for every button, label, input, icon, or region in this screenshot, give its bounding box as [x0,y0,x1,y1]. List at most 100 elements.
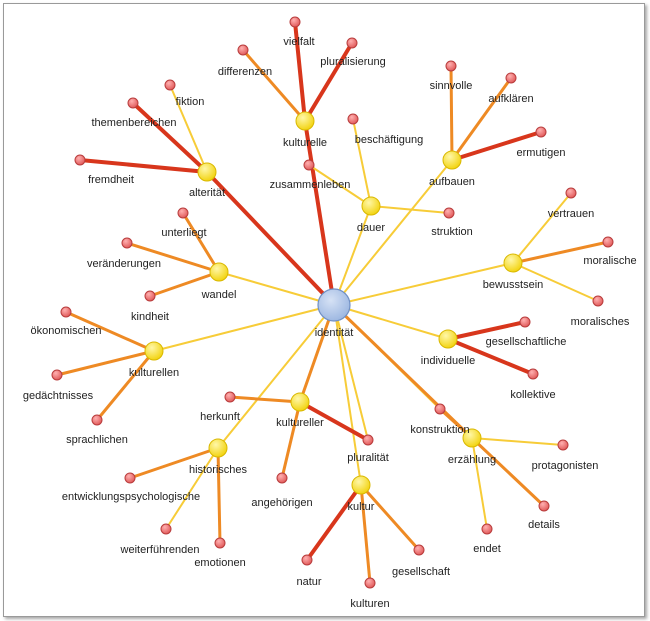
leaf-node-moralisches[interactable] [592,295,604,307]
leaf-node-angehorigen[interactable] [276,472,288,484]
leaf-node-natur[interactable] [301,554,313,566]
leaf-node-kollektive[interactable] [527,368,539,380]
leaf-node-kulturen[interactable] [364,577,376,589]
leaf-label-vielfalt: vielfalt [283,36,314,48]
leaf-node-weiterfuhrenden[interactable] [160,523,172,535]
edge-center-kultur [333,304,362,486]
leaf-label-aufklaren: aufklären [488,93,533,105]
hub-node-wandel[interactable] [209,262,229,282]
edge-center-individuelle [333,304,449,340]
hub-node-kultur[interactable] [351,475,371,495]
leaf-label-kulturen: kulturen [350,598,389,610]
leaf-label-emotionen: emotionen [194,557,245,569]
hub-node-individuelle[interactable] [438,329,458,349]
edge-bewusstsein-moralische [511,240,610,265]
edge-erzahlung-protagonisten [471,437,564,446]
leaf-label-herkunft: herkunft [200,411,240,423]
hub-node-bewusstsein[interactable] [503,253,523,273]
leaf-label-pluralisierung: pluralisierung [320,56,385,68]
leaf-node-gesellschaftliche[interactable] [519,316,531,328]
edge-alteritat-themenbereichen [131,101,209,174]
hub-label-kulturelle_top: kulturelle [283,137,327,149]
hub-node-kulturellen[interactable] [144,341,164,361]
edge-kultureller-angehorigen [280,400,302,480]
leaf-node-sprachlichen[interactable] [91,414,103,426]
edge-dauer-struktion [370,205,450,214]
leaf-label-gedachtnisses: gedächtnisses [23,390,94,402]
edge-center-alteritat [205,170,336,307]
hub-label-kulturellen: kulturellen [129,367,179,379]
leaf-label-entwicklungspsychologische: entwicklungspsychologische [62,491,200,503]
leaf-label-fremdheit: fremdheit [88,174,134,186]
hub-node-alteritat[interactable] [197,162,217,182]
edge-bewusstsein-moralisches [512,262,599,302]
hub-label-erzahlung: erzählung [448,454,496,466]
leaf-node-protagonisten[interactable] [557,439,569,451]
leaf-node-ermutigen[interactable] [535,126,547,138]
leaf-node-details[interactable] [538,500,550,512]
leaf-label-kollektive: kollektive [510,389,555,401]
hub-node-historisches[interactable] [208,438,228,458]
leaf-label-kindheit: kindheit [131,311,169,323]
leaf-node-beschaftigung[interactable] [347,113,359,125]
leaf-node-vielfalt[interactable] [289,16,301,28]
leaf-node-gedachtnisses[interactable] [51,369,63,381]
edge-individuelle-gesellschaftliche [446,320,527,341]
leaf-label-fiktion: fiktion [176,96,205,108]
center-label: identität [315,327,354,339]
leaf-node-pluralisierung[interactable] [346,37,358,49]
leaf-label-gesellschaftliche: gesellschaftliche [486,336,567,348]
leaf-node-zusammenleben[interactable] [303,159,315,171]
leaf-node-vertrauen[interactable] [565,187,577,199]
hub-node-kulturelle_top[interactable] [295,111,315,131]
leaf-node-endet[interactable] [481,523,493,535]
leaf-node-herkunft[interactable] [224,391,236,403]
edge-center-kulturelle_top [303,119,336,307]
edge-center-aufbauen [333,159,453,306]
leaf-node-sinnvolle[interactable] [445,60,457,72]
leaf-label-differenzen: differenzen [218,66,272,78]
leaf-node-aufklaren[interactable] [505,72,517,84]
hub-label-konstruktion: konstruktion [410,424,469,436]
center-node[interactable] [317,288,351,322]
hub-node-dauer[interactable] [361,196,381,216]
leaf-node-struktion[interactable] [443,207,455,219]
edge-historisches-entwicklungspsychologische [128,446,220,480]
leaf-node-gesellschaft[interactable] [413,544,425,556]
edges-layer [55,20,610,585]
hub-label-wandel: wandel [201,289,237,301]
edge-center-dauer [333,205,372,306]
leaf-node-emotionen[interactable] [214,537,226,549]
hub-label-kultur: kultur [348,501,375,513]
edge-center-pluralitat [333,304,369,441]
hub-node-aufbauen[interactable] [442,150,462,170]
leaf-node-entwicklungspsychologische[interactable] [124,472,136,484]
edge-alteritat-fiktion [169,84,208,173]
edge-center-kultureller [298,303,336,404]
hub-node-erzahlung[interactable] [462,428,482,448]
hub-node-konstruktion[interactable] [434,403,446,415]
hub-node-kultureller[interactable] [290,392,310,412]
leaf-node-fiktion[interactable] [164,79,176,91]
leaf-node-veranderungen[interactable] [121,237,133,249]
leaf-node-kindheit[interactable] [144,290,156,302]
leaf-label-veranderungen: veränderungen [87,258,161,270]
edge-kultur-kulturen [359,483,372,585]
leaf-node-unterliegt[interactable] [177,207,189,219]
edge-kulturelle_top-pluralisierung [303,41,354,123]
hub-label-aufbauen: aufbauen [429,176,475,188]
leaf-node-okonomischen[interactable] [60,306,72,318]
edge-kultureller-herkunft [228,395,302,404]
leaf-node-moralische[interactable] [602,236,614,248]
leaf-node-fremdheit[interactable] [74,154,86,166]
hub-node-pluralitat[interactable] [362,434,374,446]
edge-kulturelle_top-vielfalt [293,20,307,123]
leaf-node-differenzen[interactable] [237,44,249,56]
leaf-label-ermutigen: ermutigen [517,147,566,159]
leaf-label-sinnvolle: sinnvolle [430,80,473,92]
edge-individuelle-kollektive [446,337,535,376]
hub-label-alteritat: alterität [189,187,225,199]
edge-center-bewusstsein [333,262,514,306]
leaf-node-themenbereichen[interactable] [127,97,139,109]
